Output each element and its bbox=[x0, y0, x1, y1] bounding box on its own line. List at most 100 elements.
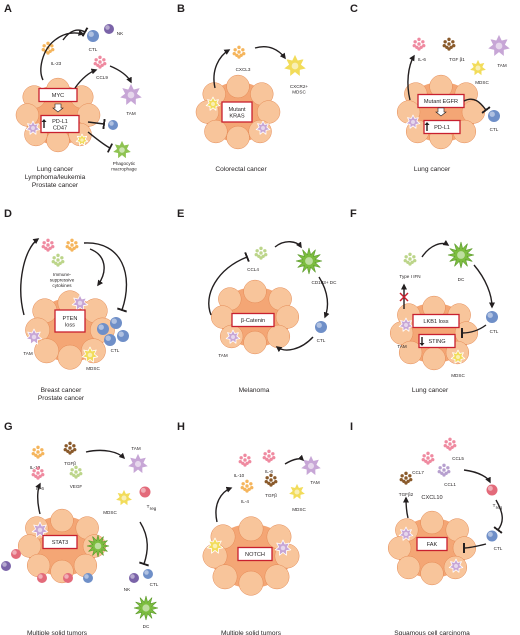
tumor-dc bbox=[86, 534, 110, 558]
tgfb-cytokine-dot bbox=[63, 447, 67, 452]
tumor-mass-cell bbox=[57, 344, 83, 370]
cd103-dc-cell-nucleus bbox=[305, 257, 313, 265]
mdsc-label: MDSC bbox=[451, 373, 465, 378]
panel-caption: Colorectal cancer bbox=[215, 166, 267, 173]
il10-cytokine-dot bbox=[248, 459, 252, 464]
ctl-cell-shine bbox=[487, 531, 493, 537]
il10-cytokine-dot bbox=[36, 455, 40, 459]
ctl-label: CTL bbox=[317, 338, 326, 343]
notch-box-label: NOTCH bbox=[245, 552, 265, 558]
il10-cytokine bbox=[31, 445, 45, 459]
tam-label: TAM bbox=[126, 111, 136, 116]
panel-letter: C bbox=[350, 3, 358, 15]
ccl5-cytokine-dot bbox=[448, 437, 452, 442]
cxcl3-cytokine-dot bbox=[237, 45, 241, 50]
tam-cell bbox=[486, 33, 512, 58]
tumor-mdsc-nucleus bbox=[456, 355, 460, 359]
ctl-loose-body bbox=[83, 573, 93, 583]
il4-cytokine-dot bbox=[245, 484, 249, 488]
ctl-label: CTL bbox=[111, 348, 120, 353]
tumor-mass-cell bbox=[420, 510, 444, 535]
tgfb-cytokine-dot bbox=[64, 444, 68, 448]
sting-box-arrow-head bbox=[419, 343, 425, 346]
ctl-cell-shine bbox=[88, 31, 94, 37]
tumor-mdsc-nucleus bbox=[211, 102, 215, 106]
tumor-mass-cell bbox=[243, 279, 267, 304]
tgfb2-cytokine-dot bbox=[404, 476, 408, 480]
tumor-to-il6-arrow bbox=[407, 54, 415, 101]
treg-loose-3-body bbox=[63, 573, 73, 583]
ifn-label: Type I IFN bbox=[399, 274, 420, 279]
tumor-mass-cell bbox=[212, 564, 238, 590]
tgfb2-label: TGFβ2 bbox=[399, 492, 414, 497]
cxcl3-cytokine-dot bbox=[232, 51, 236, 56]
tumor-mdsc-nucleus bbox=[87, 352, 93, 358]
cytokine-cluster-3 bbox=[51, 253, 65, 267]
tumor-mass-cell bbox=[264, 564, 290, 590]
ccl9-cytokine bbox=[93, 55, 107, 69]
tam-cell-nucleus bbox=[307, 462, 315, 470]
il6-cytokine-dot bbox=[413, 40, 417, 44]
il10-cytokine-dot bbox=[31, 451, 35, 456]
ccl4-cytokine-dot bbox=[264, 252, 268, 257]
tumor-mdsc bbox=[81, 346, 99, 363]
ifn-cytokine bbox=[403, 252, 417, 266]
tumor-tam-2 bbox=[71, 294, 89, 311]
ctl-cell-2-shine bbox=[111, 318, 117, 324]
notch-box: NOTCH bbox=[237, 546, 273, 562]
ccl5-cytokine bbox=[443, 437, 457, 451]
ccl1-cytokine-dot bbox=[442, 463, 446, 468]
blocked-x-mark bbox=[399, 292, 409, 302]
cytokine-cluster-2-dot bbox=[70, 248, 74, 252]
treg-cell-body bbox=[486, 484, 498, 496]
ctl-cell-2 bbox=[108, 120, 118, 130]
tumor-tam-2-nucleus bbox=[77, 300, 83, 306]
cytokines-to-tumor-arrow bbox=[89, 248, 105, 287]
cytokines-label: cytokines bbox=[52, 283, 72, 288]
tumor-mass-cell bbox=[226, 74, 250, 99]
cytokines-inhibit-ctl bbox=[83, 242, 128, 313]
egfr-down-arrow bbox=[435, 107, 447, 117]
il6-cytokine-dot bbox=[417, 47, 421, 51]
il6-label: IL-6 bbox=[36, 486, 44, 491]
ifn-cytokine-dot bbox=[413, 258, 417, 263]
macrophage-label: macrophage bbox=[111, 167, 137, 172]
ccl5-cytokine-dot bbox=[448, 447, 452, 451]
tgfb-cytokine-dot bbox=[264, 479, 268, 484]
dc-label: CD103+ DC bbox=[312, 280, 338, 285]
mdsc-label: CXCR2+ bbox=[290, 84, 309, 89]
ccl7-label: CCL7 bbox=[412, 470, 424, 475]
nk-cell bbox=[104, 24, 114, 34]
cytokine-cluster-1-dot bbox=[46, 248, 50, 252]
pdl1-inhibit-ctl bbox=[463, 98, 491, 114]
cytokine-cluster-3-dot bbox=[56, 258, 60, 262]
pdl1-box-frame bbox=[423, 119, 461, 135]
nk-label: NK bbox=[124, 587, 131, 592]
ccl4-cytokine-dot bbox=[254, 252, 258, 257]
tumor-mass-cell bbox=[266, 324, 291, 349]
cytokine-cluster-1-dot bbox=[50, 241, 54, 245]
tgfb-label: TGFβ bbox=[265, 493, 277, 498]
ctl-label: CTL bbox=[150, 582, 159, 587]
ifn-cytokine-dot bbox=[408, 262, 412, 266]
ccl5-label: CCL5 bbox=[452, 456, 464, 461]
ctl-cell-1 bbox=[97, 323, 109, 335]
pten-box-label: PTEN bbox=[63, 316, 78, 322]
tgfb2-cytokine bbox=[399, 471, 413, 485]
ctl-cell-3-body bbox=[104, 334, 116, 346]
sting-box-frame bbox=[418, 333, 456, 349]
il10-label: IL-10 bbox=[234, 473, 245, 478]
tgfb2-cytokine-dot bbox=[409, 477, 413, 482]
il23-label: IL-23 bbox=[51, 61, 62, 66]
ctl-cell bbox=[486, 530, 498, 542]
dc-label: DC bbox=[458, 277, 465, 282]
vegf-cytokine bbox=[69, 465, 83, 479]
il23-cytokine-dot bbox=[41, 47, 45, 52]
ccl4-cytokine bbox=[254, 246, 268, 260]
tgfb-cytokine-dot bbox=[269, 483, 273, 487]
